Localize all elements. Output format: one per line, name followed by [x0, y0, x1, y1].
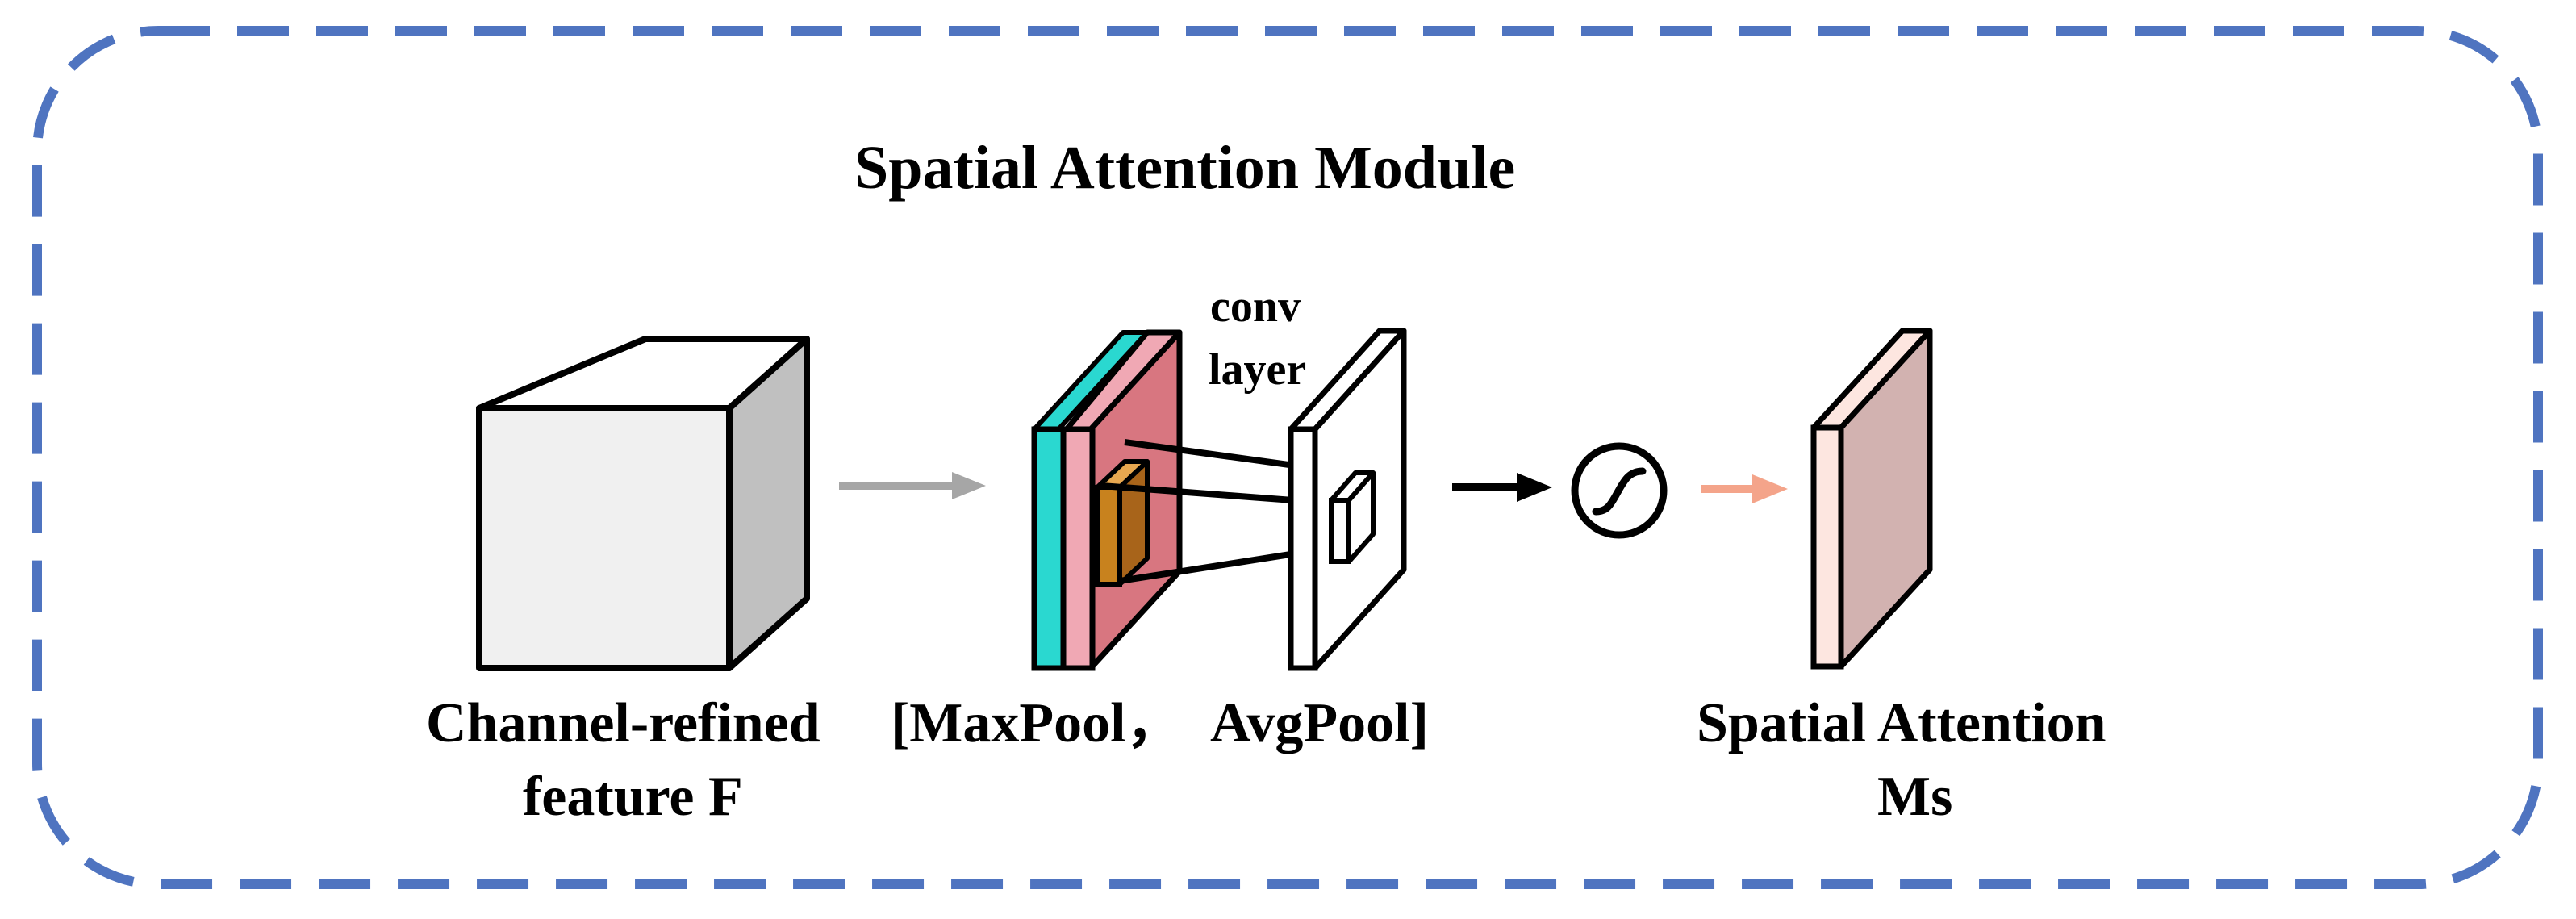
gray-arrow: [839, 472, 986, 499]
spatial-attention-map: [1810, 328, 1933, 670]
maxpool-label: [MaxPool，: [891, 692, 1183, 754]
cube-front-face: [476, 405, 733, 671]
module-title: Spatial Attention Module: [854, 134, 1516, 202]
output-label-line1: Spatial Attention: [1697, 692, 2106, 754]
conv-label-line2: layer: [1209, 345, 1307, 395]
output-label-line2: Ms: [1877, 766, 1953, 828]
kernel-front: [1095, 485, 1122, 587]
conv-slab-front: [1288, 426, 1318, 671]
conv-result-front: [1329, 498, 1351, 564]
salmon-arrow: [1701, 474, 1788, 503]
maxpool-slice: [1031, 426, 1067, 671]
module-border: [32, 26, 2543, 889]
input-feature-label-line2: feature F: [523, 766, 743, 828]
conv-layer-output: [1288, 328, 1407, 671]
sigmoid-icon: [1571, 442, 1668, 539]
pooled-feature-maps: [1031, 329, 1183, 671]
avgpool-label: AvgPool]: [1210, 692, 1429, 754]
input-feature-label-line1: Channel-refined: [426, 692, 820, 754]
avgpool-slice: [1060, 426, 1096, 671]
conv-label-line1: conv: [1210, 282, 1301, 332]
input-feature-cube: [476, 336, 810, 671]
black-arrow: [1452, 473, 1552, 502]
attention-map-front: [1810, 424, 1844, 670]
